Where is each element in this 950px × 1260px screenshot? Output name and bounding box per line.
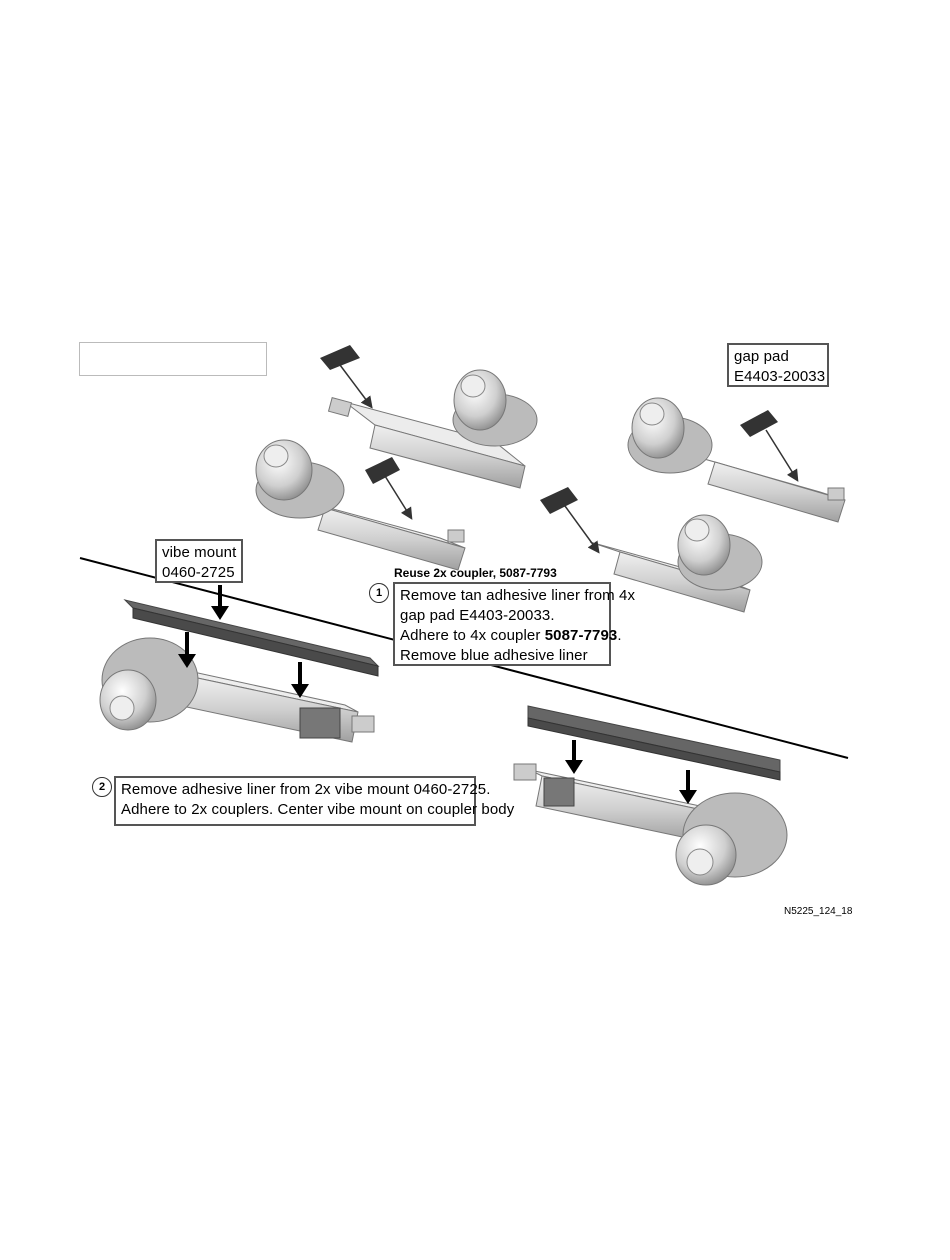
- step1-heading: Reuse 2x coupler, 5087-7793: [394, 566, 557, 580]
- coupler-lower-left: [99, 599, 380, 743]
- gap-pad-callout-line1: gap pad: [734, 348, 789, 365]
- vibe-mount-callout-line2: 0460-2725: [162, 564, 235, 581]
- vibe-mount-callout-line1: vibe mount: [162, 544, 237, 561]
- step2-line1: Remove adhesive liner from 2x vibe mount…: [121, 781, 491, 798]
- vibe-mount-callout: vibe mount 0460-2725: [155, 539, 243, 583]
- gap-pad-2: [740, 410, 778, 437]
- coupler-middle-left: [255, 439, 466, 571]
- gap-pad-3: [365, 457, 400, 484]
- step1-line3-prefix: Adhere to 4x coupler: [400, 627, 545, 644]
- gap-pad-callout: gap pad E4403-20033: [727, 343, 829, 387]
- gap-pad-callout-line2: E4403-20033: [734, 368, 826, 385]
- coupler-top-right: [627, 397, 846, 523]
- step1-line1: Remove tan adhesive liner from 4x: [400, 587, 636, 604]
- step1-instructions: Remove tan adhesive liner from 4x gap pa…: [393, 582, 636, 666]
- coupler-top-center: [327, 369, 538, 489]
- step2-instructions: Remove adhesive liner from 2x vibe mount…: [114, 776, 515, 826]
- step1-line4: Remove blue adhesive liner: [400, 647, 588, 664]
- step1-line3: Adhere to 4x coupler 5087-7793.: [400, 626, 622, 646]
- coupler-lower-right: [513, 705, 788, 886]
- step1-line2: gap pad E4403-20033.: [400, 607, 555, 624]
- step2-line2: Adhere to 2x couplers. Center vibe mount…: [121, 801, 515, 818]
- blank-label-box: [79, 342, 267, 376]
- gap-pad-4: [540, 487, 578, 514]
- step1-line3-part: 5087-7793: [544, 627, 618, 644]
- step2-number: 2: [92, 777, 112, 797]
- gap-pad-1: [320, 345, 360, 370]
- figure-id: N5225_124_18: [784, 906, 853, 917]
- coupler-middle-right: [589, 514, 763, 613]
- step1-line3-suffix: .: [617, 627, 622, 644]
- step1-number: 1: [369, 583, 389, 603]
